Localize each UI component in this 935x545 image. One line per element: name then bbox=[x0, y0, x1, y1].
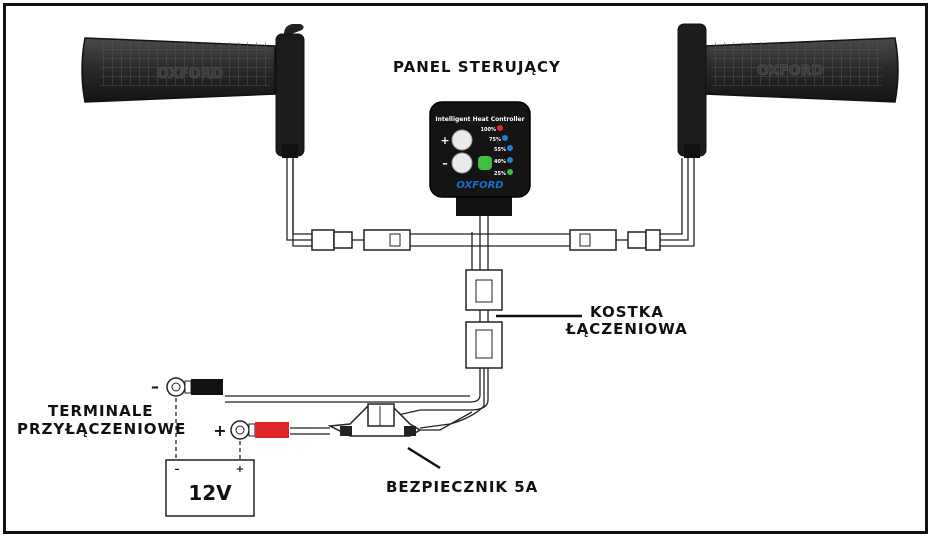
level-75: 75% bbox=[489, 137, 501, 143]
grip-cables bbox=[225, 158, 695, 435]
right-grip-connector bbox=[569, 229, 661, 251]
label-panel-sterujacy: PANEL STERUJĄCY bbox=[393, 58, 561, 76]
battery-pos: + bbox=[236, 464, 244, 475]
negative-sign: – bbox=[151, 377, 159, 396]
led-75 bbox=[502, 135, 508, 141]
level-25: 25% bbox=[494, 171, 506, 177]
right-heated-grip: OXFORD bbox=[677, 23, 899, 158]
led-25 bbox=[507, 169, 513, 175]
left-grip-brand: OXFORD bbox=[157, 66, 223, 82]
label-kostka: KOSTKA bbox=[590, 303, 664, 321]
minus-sign: – bbox=[442, 157, 448, 170]
label-bezpiecznik: BEZPIECZNIK 5A bbox=[386, 478, 539, 496]
power-icon bbox=[478, 156, 492, 170]
left-grip-connector bbox=[311, 229, 411, 251]
controller-brand: OXFORD bbox=[456, 180, 503, 191]
heat-controller: Intelligent Heat Controller + – 100% 75%… bbox=[429, 101, 531, 216]
diagram-frame bbox=[3, 3, 928, 534]
fuse-pointer bbox=[407, 446, 441, 470]
left-heated-grip: OXFORD bbox=[81, 24, 305, 158]
led-55 bbox=[507, 145, 513, 151]
level-40: 40% bbox=[494, 159, 506, 165]
level-55: 55% bbox=[494, 147, 506, 153]
level-100: 100% bbox=[481, 127, 496, 133]
led-40 bbox=[507, 157, 513, 163]
positive-sign: + bbox=[213, 421, 226, 440]
plus-button bbox=[451, 129, 473, 151]
battery-12v: – + 12V bbox=[165, 459, 255, 517]
controller-header: Intelligent Heat Controller bbox=[435, 116, 524, 123]
minus-button bbox=[451, 152, 473, 174]
lower-connector-block bbox=[465, 321, 503, 369]
label-przylaczeniowe: PRZYŁĄCZENIOWE bbox=[17, 420, 187, 438]
negative-terminal: – bbox=[151, 377, 223, 397]
led-100 bbox=[497, 125, 503, 131]
battery-neg: – bbox=[175, 464, 180, 475]
upper-connector-block bbox=[465, 269, 503, 311]
plus-sign: + bbox=[440, 134, 449, 147]
positive-terminal: + bbox=[213, 420, 289, 440]
fuse-holder bbox=[327, 403, 422, 437]
battery-voltage: 12V bbox=[188, 481, 232, 505]
label-terminale: TERMINALE bbox=[48, 402, 154, 420]
right-grip-brand: OXFORD bbox=[757, 63, 823, 79]
label-laczeniowa: ŁĄCZENIOWA bbox=[566, 320, 688, 338]
